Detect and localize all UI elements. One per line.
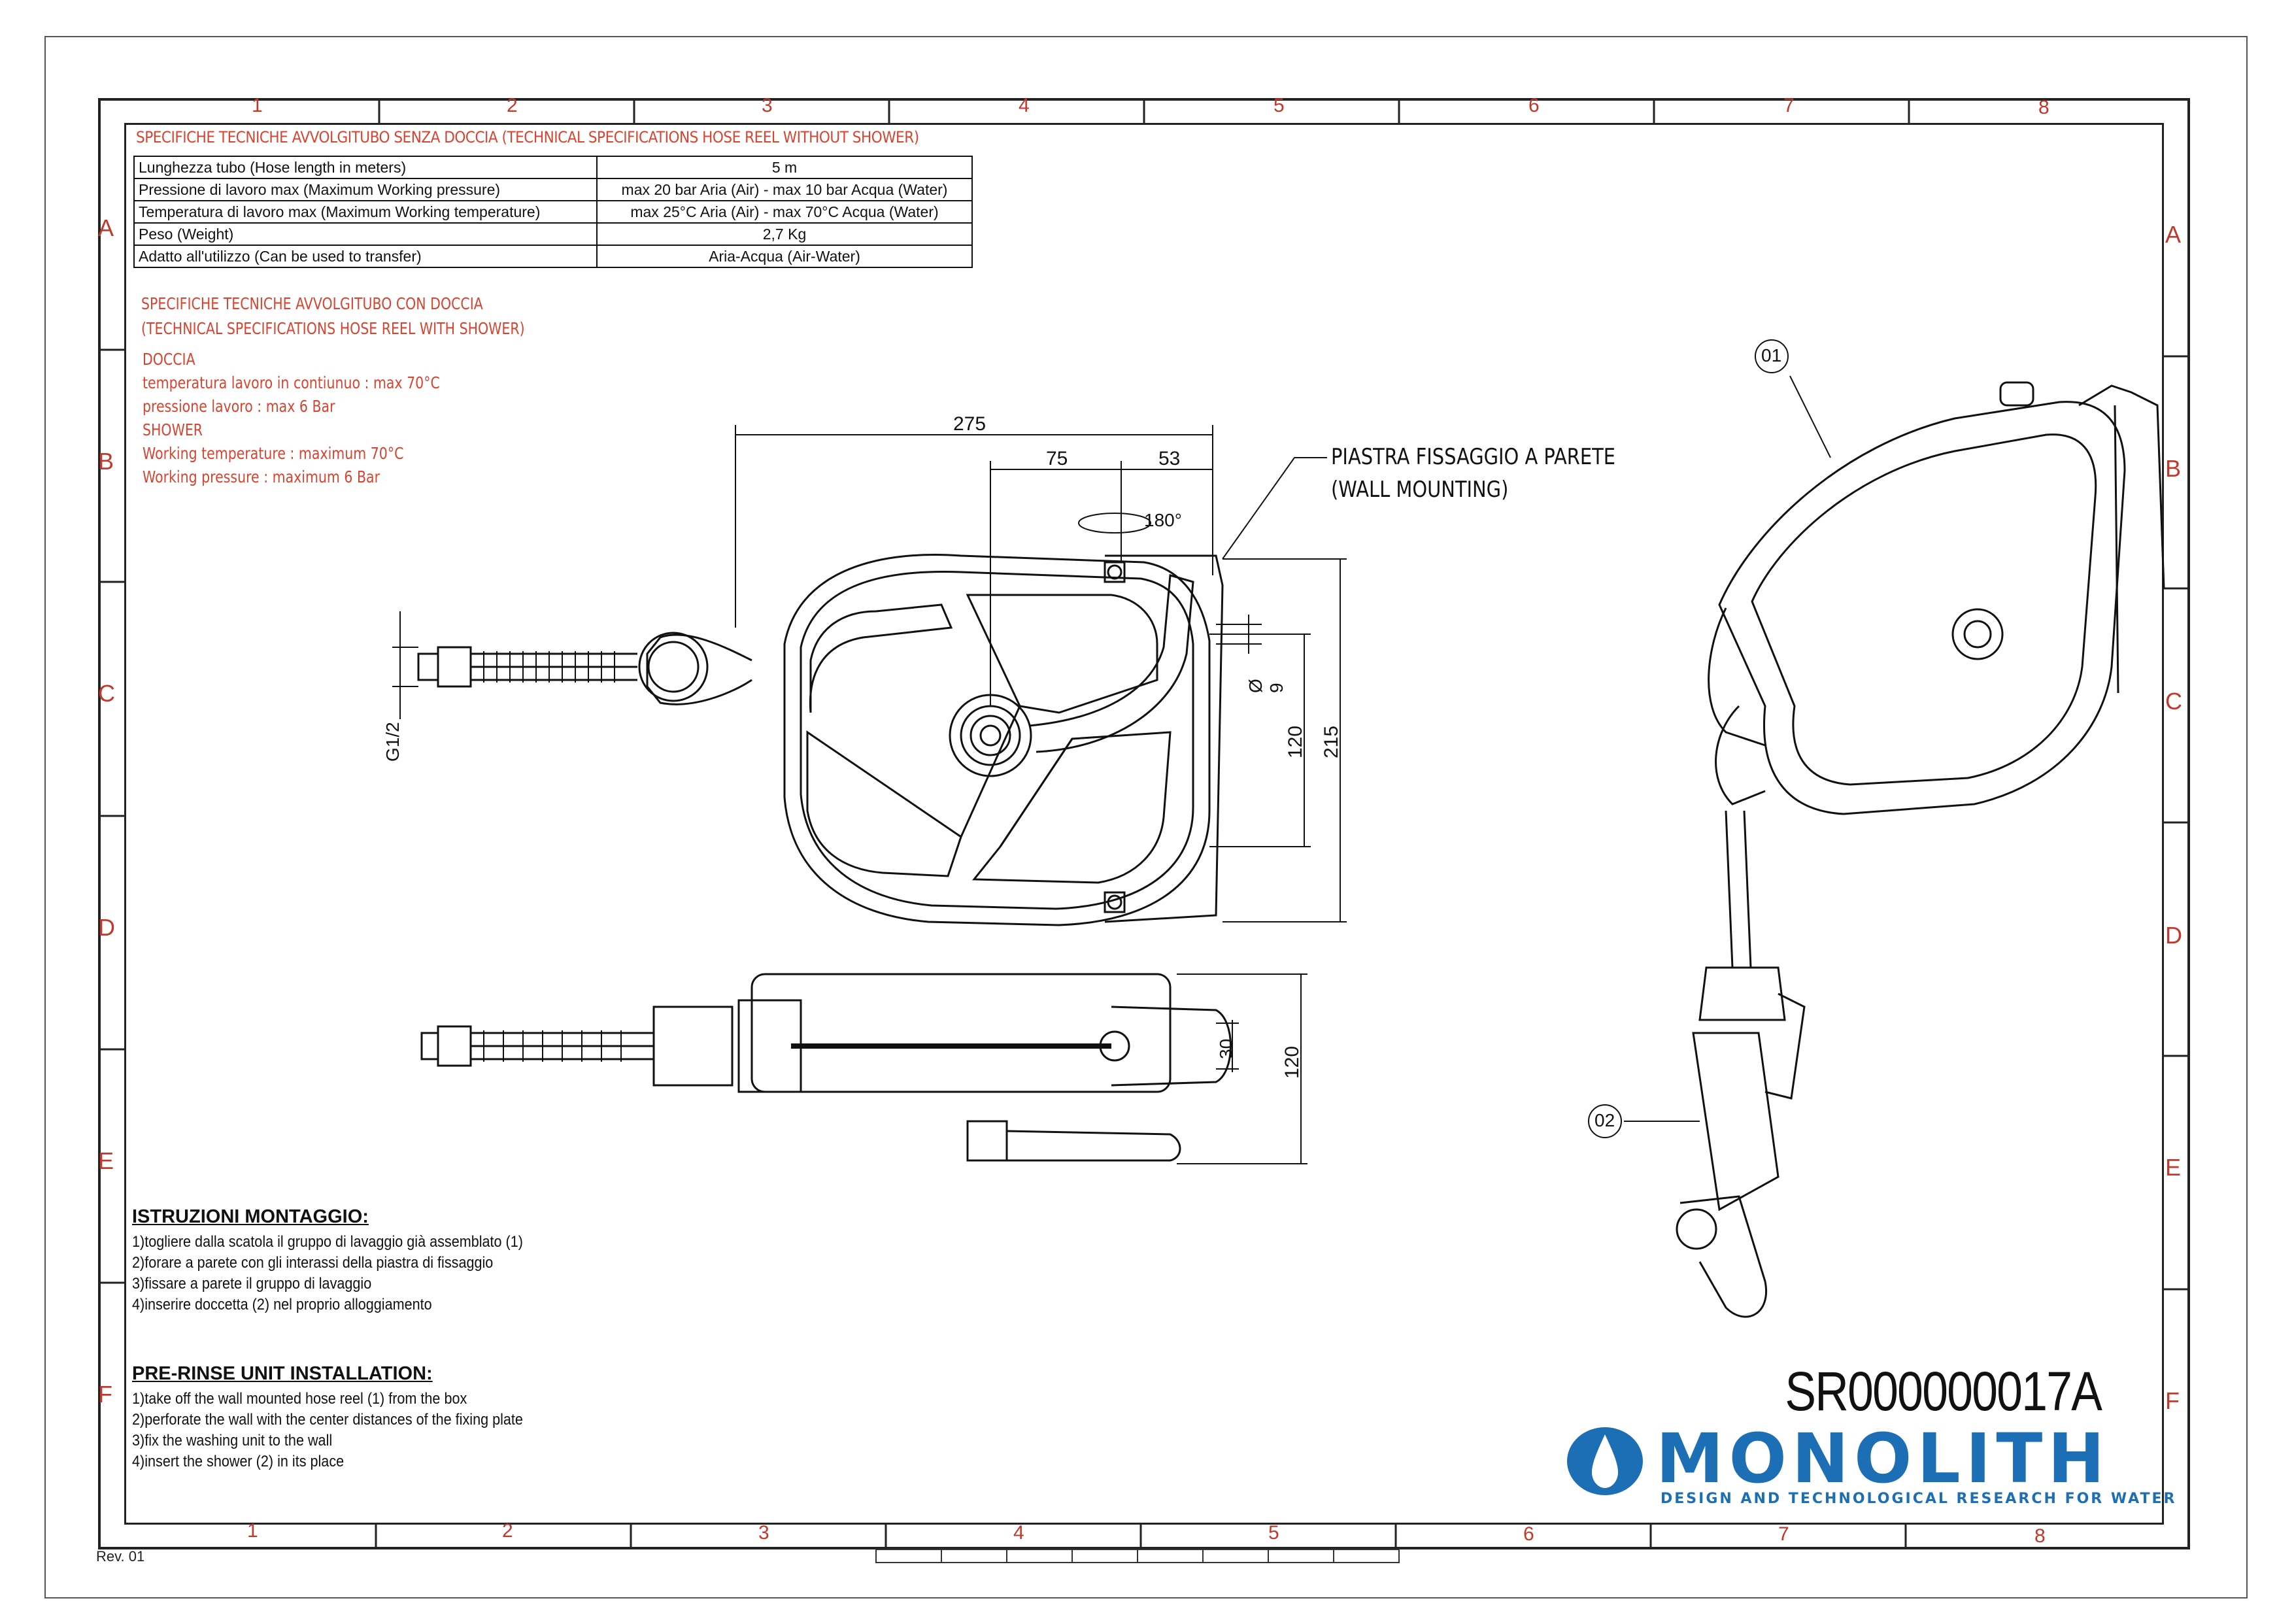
table-row: Pressione di lavoro max (Maximum Working…: [133, 178, 973, 201]
zone-row-label: F: [98, 1381, 112, 1408]
isometric-view-reel: [1676, 381, 2165, 1318]
spec-label: Peso (Weight): [133, 222, 598, 246]
front-view-reel: [417, 554, 1224, 926]
spec-shower-line: pressione lavoro : max 6 Bar: [143, 397, 335, 416]
dim-53: 53: [1158, 448, 1181, 469]
zone-row-label: C: [2165, 688, 2182, 715]
scanned-sheet-border: [44, 36, 2248, 1599]
drawing-code: SR000000017A: [1785, 1361, 2102, 1422]
spec-value: max 25°C Aria (Air) - max 70°C Acqua (Wa…: [596, 200, 973, 224]
dim-75: 75: [1046, 448, 1068, 469]
zone-col-label: 5: [1268, 1522, 1279, 1544]
table-row: Temperatura di lavoro max (Maximum Worki…: [133, 200, 973, 224]
zone-col-label: 1: [252, 95, 263, 116]
zone-col-label: 8: [2034, 1525, 2046, 1547]
zone-col-label: 4: [1019, 95, 1030, 116]
dim-rotation: 180°: [1144, 510, 1182, 530]
spec-label: Lunghezza tubo (Hose length in meters): [133, 156, 598, 179]
zone-col-label: 3: [762, 95, 773, 116]
instruction-line: 2)forare a parete con gli interassi dell…: [132, 1254, 494, 1272]
table-row: Peso (Weight) 2,7 Kg: [133, 222, 973, 246]
callout-line: PIASTRA FISSAGGIO A PARETE: [1331, 444, 1616, 470]
zone-row-label: B: [2165, 455, 2182, 482]
zone-col-label: 1: [247, 1520, 258, 1542]
table-row: Lunghezza tubo (Hose length in meters) 5…: [133, 156, 973, 179]
spec-with-shower-details: DOCCIA temperatura lavoro in contiunuo :…: [143, 348, 440, 489]
dim-275: 275: [953, 413, 987, 435]
spec-label: Temperatura di lavoro max (Maximum Worki…: [133, 200, 598, 224]
zone-row-label: C: [98, 680, 115, 707]
instructions-title: ISTRUZIONI MONTAGGIO:: [132, 1206, 369, 1227]
zone-col-label: 3: [758, 1522, 769, 1544]
zone-col-label: 4: [1013, 1522, 1024, 1544]
revision-label: Rev. 01: [96, 1548, 145, 1565]
zone-col-label: 6: [1528, 95, 1540, 116]
zone-col-label: 7: [1778, 1523, 1789, 1545]
instruction-line: 1)take off the wall mounted hose reel (1…: [132, 1390, 467, 1408]
part-balloon-02: [1588, 1104, 1622, 1138]
zone-row-label: E: [98, 1147, 114, 1174]
zone-col-label: 6: [1523, 1523, 1534, 1545]
zone-col-label: 7: [1783, 95, 1795, 116]
spec-shower-line: Working temperature : maximum 70°C: [143, 444, 404, 463]
spec-table-title: SPECIFICHE TECNICHE AVVOLGITUBO SENZA DO…: [136, 128, 919, 146]
zone-row-label: A: [98, 214, 114, 241]
zone-row-label: F: [2165, 1387, 2180, 1414]
part-number-02: 02: [1594, 1110, 1615, 1130]
brand-name: MONOLITH: [1656, 1419, 2110, 1498]
part-balloon-01: [1755, 339, 1789, 373]
dim-thread: G1/2: [382, 722, 403, 762]
top-view-reel: [420, 973, 1232, 1162]
dim-215: 215: [1321, 725, 1342, 758]
instructions-title: PRE-RINSE UNIT INSTALLATION:: [132, 1363, 433, 1384]
spec-label: Pressione di lavoro max (Maximum Working…: [133, 178, 598, 201]
zone-row-label: D: [98, 914, 115, 941]
zone-col-label: 8: [2038, 97, 2049, 118]
zone-col-label: 2: [502, 1520, 513, 1542]
instruction-line: 4)insert the shower (2) in its place: [132, 1453, 345, 1470]
dim-30: 30: [1216, 1038, 1236, 1059]
brand-tagline: DESIGN AND TECHNOLOGICAL RESEARCH FOR WA…: [1661, 1491, 2177, 1507]
spec-shower-title-line: (TECHNICAL SPECIFICATIONS HOSE REEL WITH…: [141, 319, 525, 338]
dim-120-top: 120: [1281, 1045, 1303, 1079]
instructions-italian: ISTRUZIONI MONTAGGIO: 1)togliere dalla s…: [132, 1206, 566, 1315]
zone-col-label: 5: [1274, 95, 1285, 116]
spec-value: Aria-Acqua (Air-Water): [596, 245, 973, 268]
instruction-line: 4)inserire doccetta (2) nel proprio allo…: [132, 1296, 432, 1313]
spec-value: max 20 bar Aria (Air) - max 10 bar Acqua…: [596, 178, 973, 201]
instruction-line: 2)perforate the wall with the center dis…: [132, 1411, 523, 1429]
dim-diameter: Ø 9: [1245, 679, 1287, 693]
spec-table: Lunghezza tubo (Hose length in meters) 5…: [133, 156, 973, 268]
spec-shower-line: DOCCIA: [143, 350, 195, 369]
spec-shower-title-line: SPECIFICHE TECNICHE AVVOLGITUBO CON DOCC…: [141, 294, 483, 313]
instructions-english: PRE-RINSE UNIT INSTALLATION: 1)take off …: [132, 1363, 566, 1472]
spec-shower-line: temperatura lavoro in contiunuo : max 70…: [143, 373, 440, 392]
zone-row-label: E: [2165, 1154, 2182, 1181]
instruction-line: 3)fix the washing unit to the wall: [132, 1432, 333, 1449]
dimension-lines: [392, 375, 1831, 1164]
water-drop-icon: [1567, 1427, 1643, 1495]
spec-with-shower-heading: SPECIFICHE TECNICHE AVVOLGITUBO CON DOCC…: [141, 292, 525, 341]
instruction-line: 1)togliere dalla scatola il gruppo di la…: [132, 1233, 523, 1251]
zone-row-label: A: [2165, 221, 2182, 248]
callout-line: (WALL MOUNTING): [1331, 477, 1509, 503]
zone-col-label: 2: [507, 95, 518, 116]
dim-120-front: 120: [1285, 725, 1306, 758]
spec-shower-line: SHOWER: [143, 420, 203, 439]
zone-row-label: B: [98, 448, 114, 475]
wall-mounting-callout: PIASTRA FISSAGGIO A PARETE (WALL MOUNTIN…: [1331, 441, 1615, 506]
part-number-01: 01: [1761, 345, 1782, 365]
spec-label: Adatto all'utilizzo (Can be used to tran…: [133, 245, 598, 268]
table-row: Adatto all'utilizzo (Can be used to tran…: [133, 245, 973, 268]
drawing-frame-inner: [124, 123, 2164, 1525]
zone-row-label: D: [2165, 922, 2182, 949]
instruction-line: 3)fissare a parete il gruppo di lavaggio: [132, 1275, 372, 1293]
spec-value: 2,7 Kg: [596, 222, 973, 246]
spec-shower-line: Working pressure : maximum 6 Bar: [143, 467, 380, 486]
spec-value: 5 m: [596, 156, 973, 179]
